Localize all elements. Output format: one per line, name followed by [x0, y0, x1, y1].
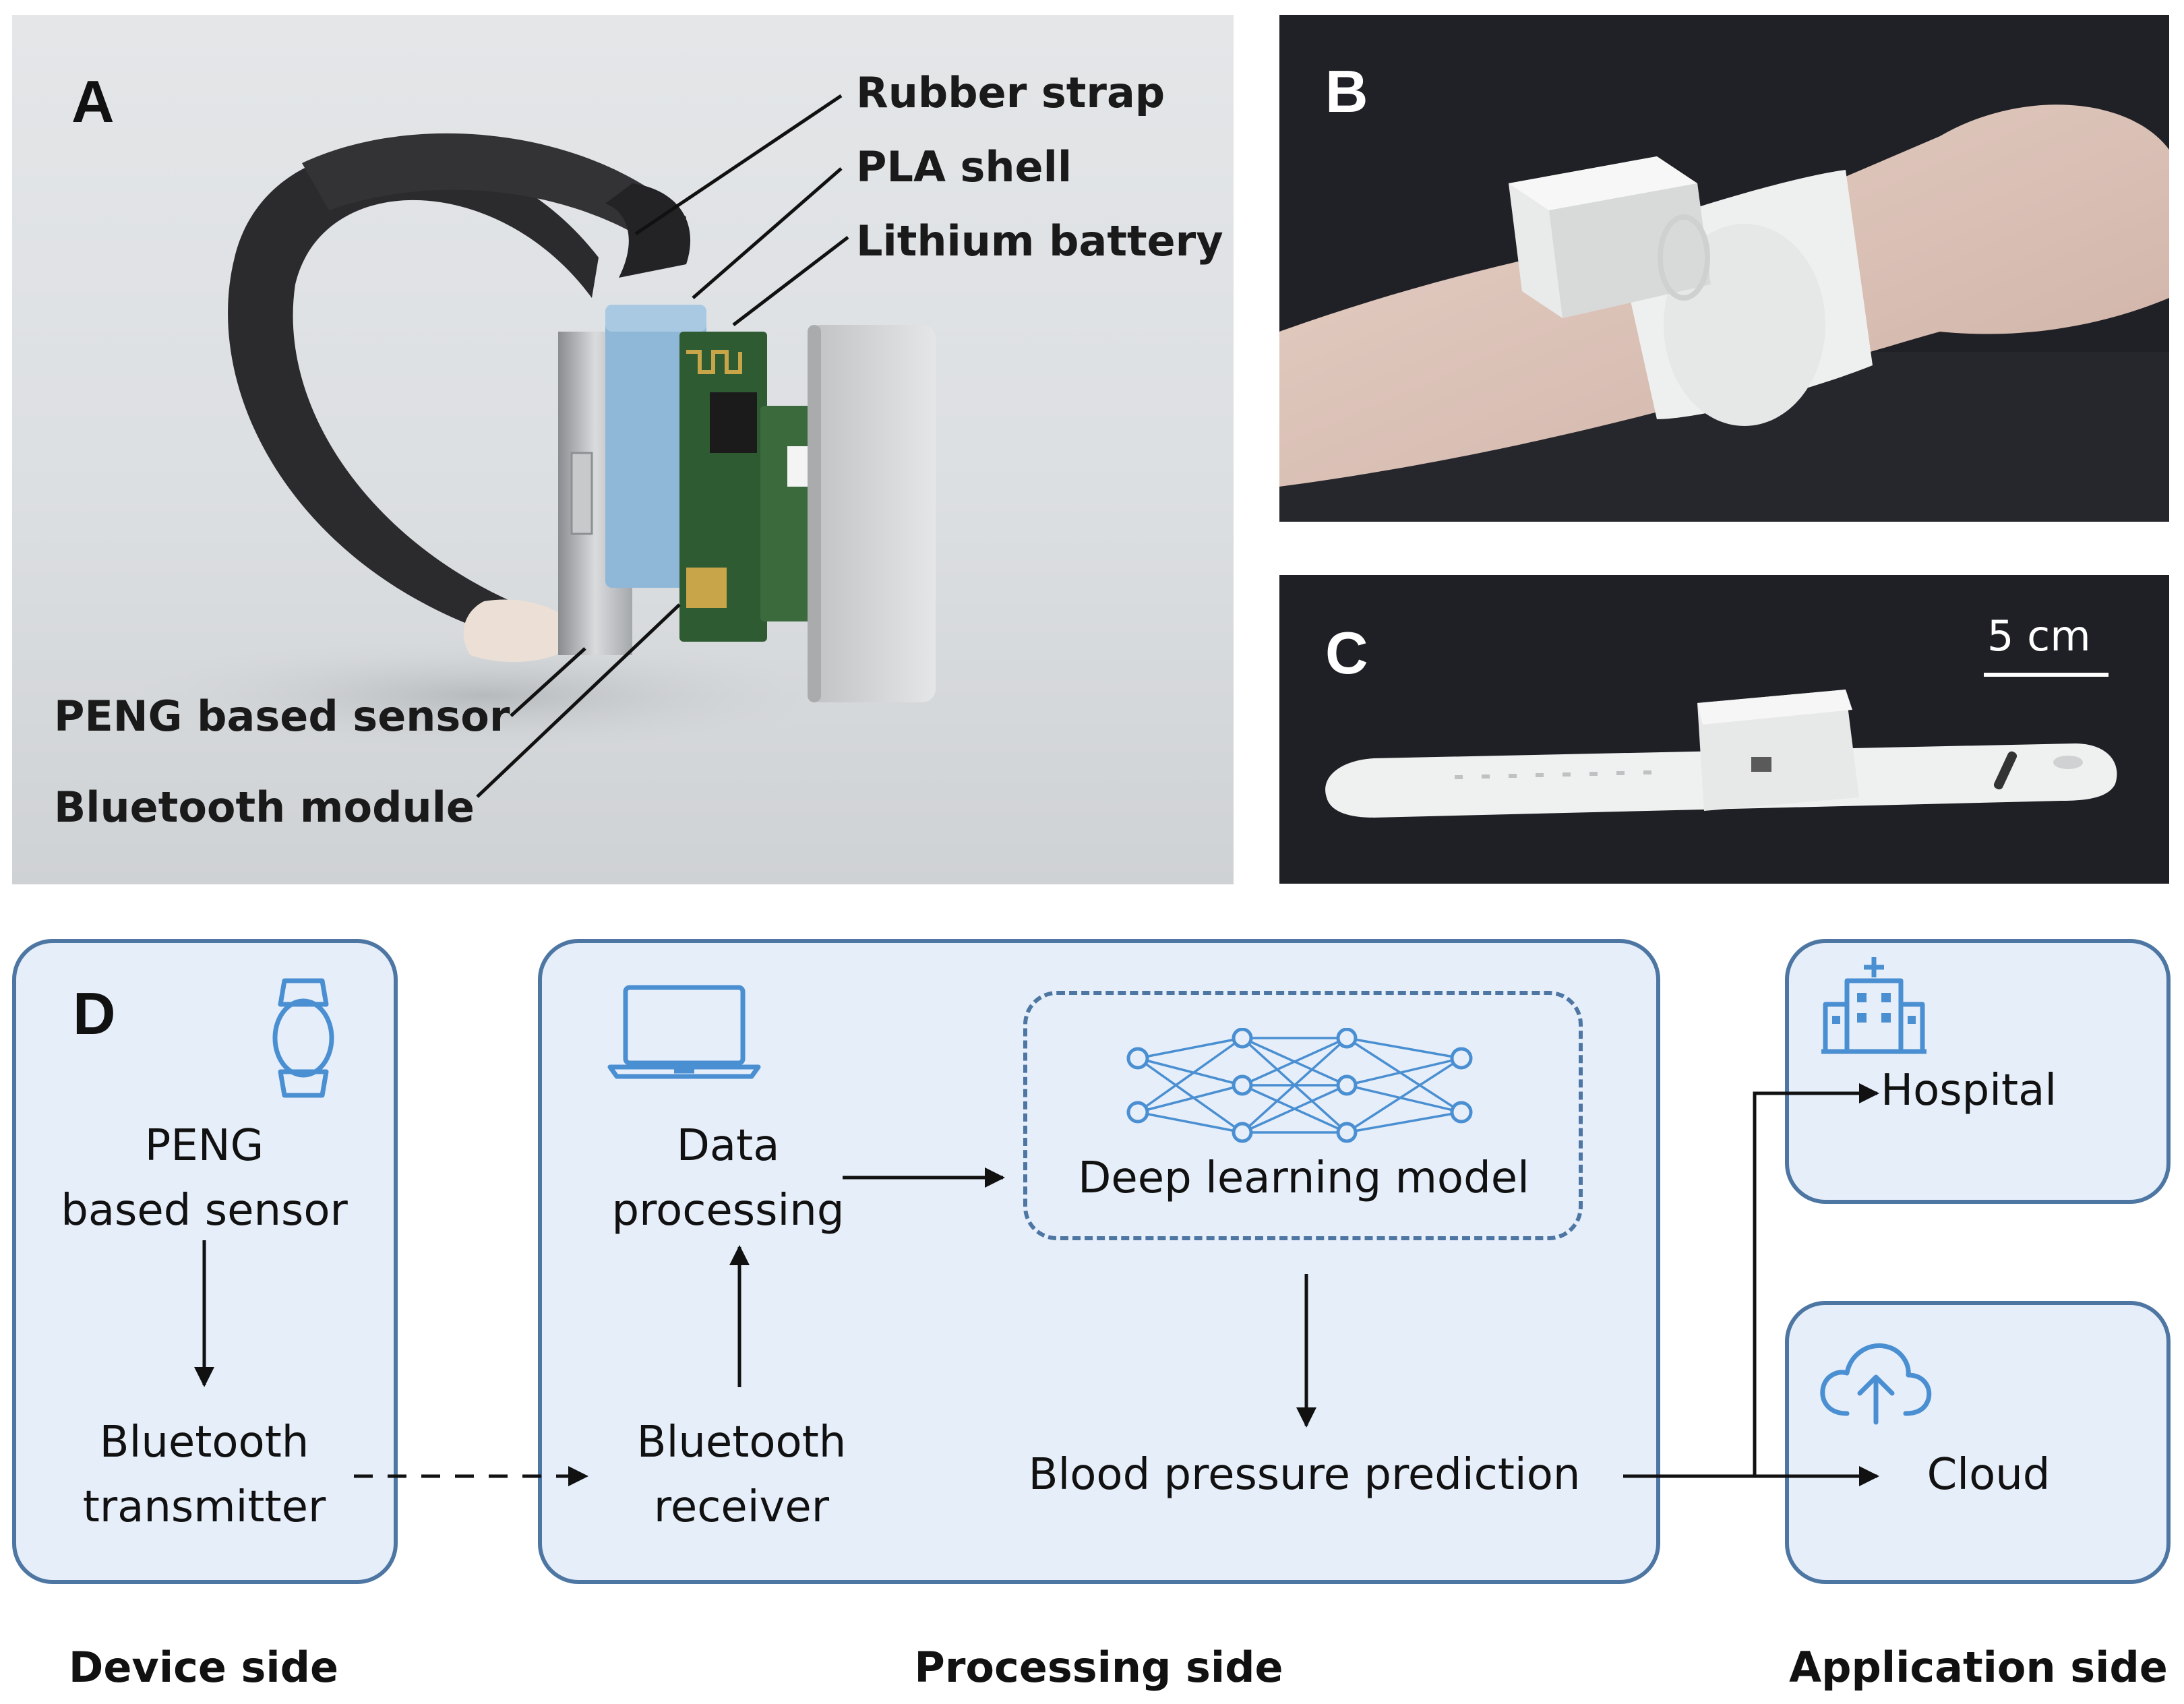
- deep-learning-model-text: Deep learning model: [1078, 1153, 1529, 1203]
- panel-label-a: A: [71, 68, 115, 135]
- back-plate: [808, 325, 936, 702]
- deep-learning-model-box: [1023, 991, 1583, 1240]
- receiver-text: Bluetooth receiver: [636, 1418, 847, 1532]
- device-side-label: Device side: [68, 1643, 339, 1692]
- transmitter-text: Bluetooth transmitter: [82, 1418, 326, 1532]
- panel-label-b: B: [1325, 58, 1368, 125]
- hospital-icon: [1821, 957, 1927, 1054]
- laptop-icon: [607, 985, 761, 1079]
- callout-pla-shell: PLA shell: [856, 142, 1072, 191]
- panel-a: A Rubber strap PLA shell Lithium battery…: [12, 15, 1234, 884]
- processing-side-label: Processing side: [914, 1643, 1283, 1692]
- callout-rubber-strap: Rubber strap: [856, 68, 1165, 117]
- panel-label-c: C: [1325, 619, 1368, 686]
- rubber-strap: [228, 148, 599, 635]
- scale-bar: [1984, 673, 2109, 677]
- hospital-text: Hospital: [1881, 1066, 2057, 1116]
- panel-b: B: [1279, 15, 2169, 522]
- data-processing-text: Data processing: [611, 1121, 845, 1236]
- arrow-prediction-to-hospital: [1753, 1083, 1879, 1476]
- wristband-render: [12, 15, 1234, 884]
- prediction-text: Blood pressure prediction: [1028, 1450, 1581, 1500]
- panel-label-d: D: [73, 980, 116, 1047]
- neural-network-icon: [1126, 1028, 1473, 1143]
- callout-bluetooth-module: Bluetooth module: [54, 783, 475, 832]
- sensor-text: PENG based sensor: [61, 1121, 348, 1236]
- application-side-label: Application side: [1789, 1643, 2168, 1692]
- cloud-upload-icon: [1820, 1343, 1932, 1425]
- smartwatch-icon: [272, 978, 334, 1098]
- wrist-photo: [1279, 15, 2169, 522]
- watch-photo: [1279, 575, 2169, 884]
- panel-c: C 5 cm: [1279, 575, 2169, 884]
- peng-sensor-pad: [463, 599, 585, 662]
- scale-bar-label: 5 cm: [1987, 611, 2091, 661]
- callout-lithium-battery: Lithium battery: [856, 216, 1223, 266]
- cloud-text: Cloud: [1927, 1450, 2051, 1500]
- cloud-box: [1785, 1301, 2171, 1584]
- processing-side-box: [538, 939, 1660, 1584]
- callout-peng-sensor: PENG based sensor: [54, 692, 510, 741]
